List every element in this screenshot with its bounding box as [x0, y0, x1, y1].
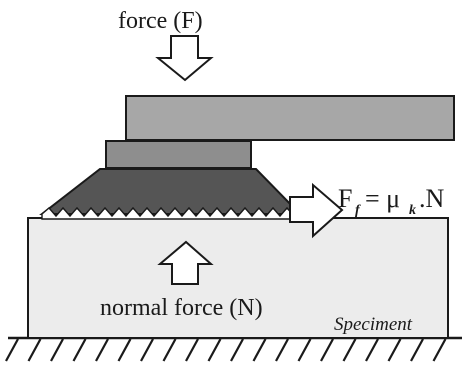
ground-hatch-line — [5, 338, 19, 362]
ground-hatch-icon — [5, 336, 462, 362]
applied-force-label: force (F) — [118, 8, 203, 34]
ground-hatch-line — [252, 338, 267, 362]
rough-interface — [41, 206, 301, 220]
ground-hatch-line — [410, 338, 424, 362]
friction-symbol-F: F — [338, 184, 352, 213]
ground-hatch-line — [140, 338, 154, 362]
ground-hatch-line — [432, 338, 447, 362]
friction-formula: F f = μ k .N — [338, 184, 445, 218]
friction-equals-mu: = μ — [365, 184, 400, 213]
holder-block — [105, 140, 252, 169]
ground-hatch-line — [365, 338, 379, 362]
top-plate — [125, 95, 455, 141]
contact-body — [39, 168, 303, 215]
ground-hatch-line — [50, 338, 64, 362]
ground-hatch-line — [95, 338, 109, 362]
ground-hatch-line — [387, 338, 402, 362]
ground-hatch-line — [230, 338, 244, 362]
friction-subscript-f: f — [355, 203, 361, 218]
ground-hatch-line — [297, 338, 312, 362]
friction-dot-N: .N — [419, 184, 445, 213]
right-arrow-icon — [289, 182, 344, 239]
ground-hatch-line — [27, 338, 42, 362]
friction-subscript-k: k — [409, 203, 416, 218]
ground-hatch-line — [117, 338, 132, 362]
ground-hatch-line — [342, 338, 357, 362]
ground-hatch-line — [185, 338, 199, 362]
ground-hatch-line — [320, 338, 334, 362]
up-arrow-icon — [157, 240, 214, 285]
ground-hatch-line — [275, 338, 289, 362]
specimen-label: Speciment — [334, 314, 413, 335]
ground-hatch-line — [72, 338, 87, 362]
ground-hatch-line — [207, 338, 222, 362]
ground-hatch-line — [162, 338, 177, 362]
down-arrow-icon — [155, 35, 214, 82]
normal-force-label: normal force (N) — [100, 295, 263, 321]
specimen-block — [27, 217, 449, 339]
